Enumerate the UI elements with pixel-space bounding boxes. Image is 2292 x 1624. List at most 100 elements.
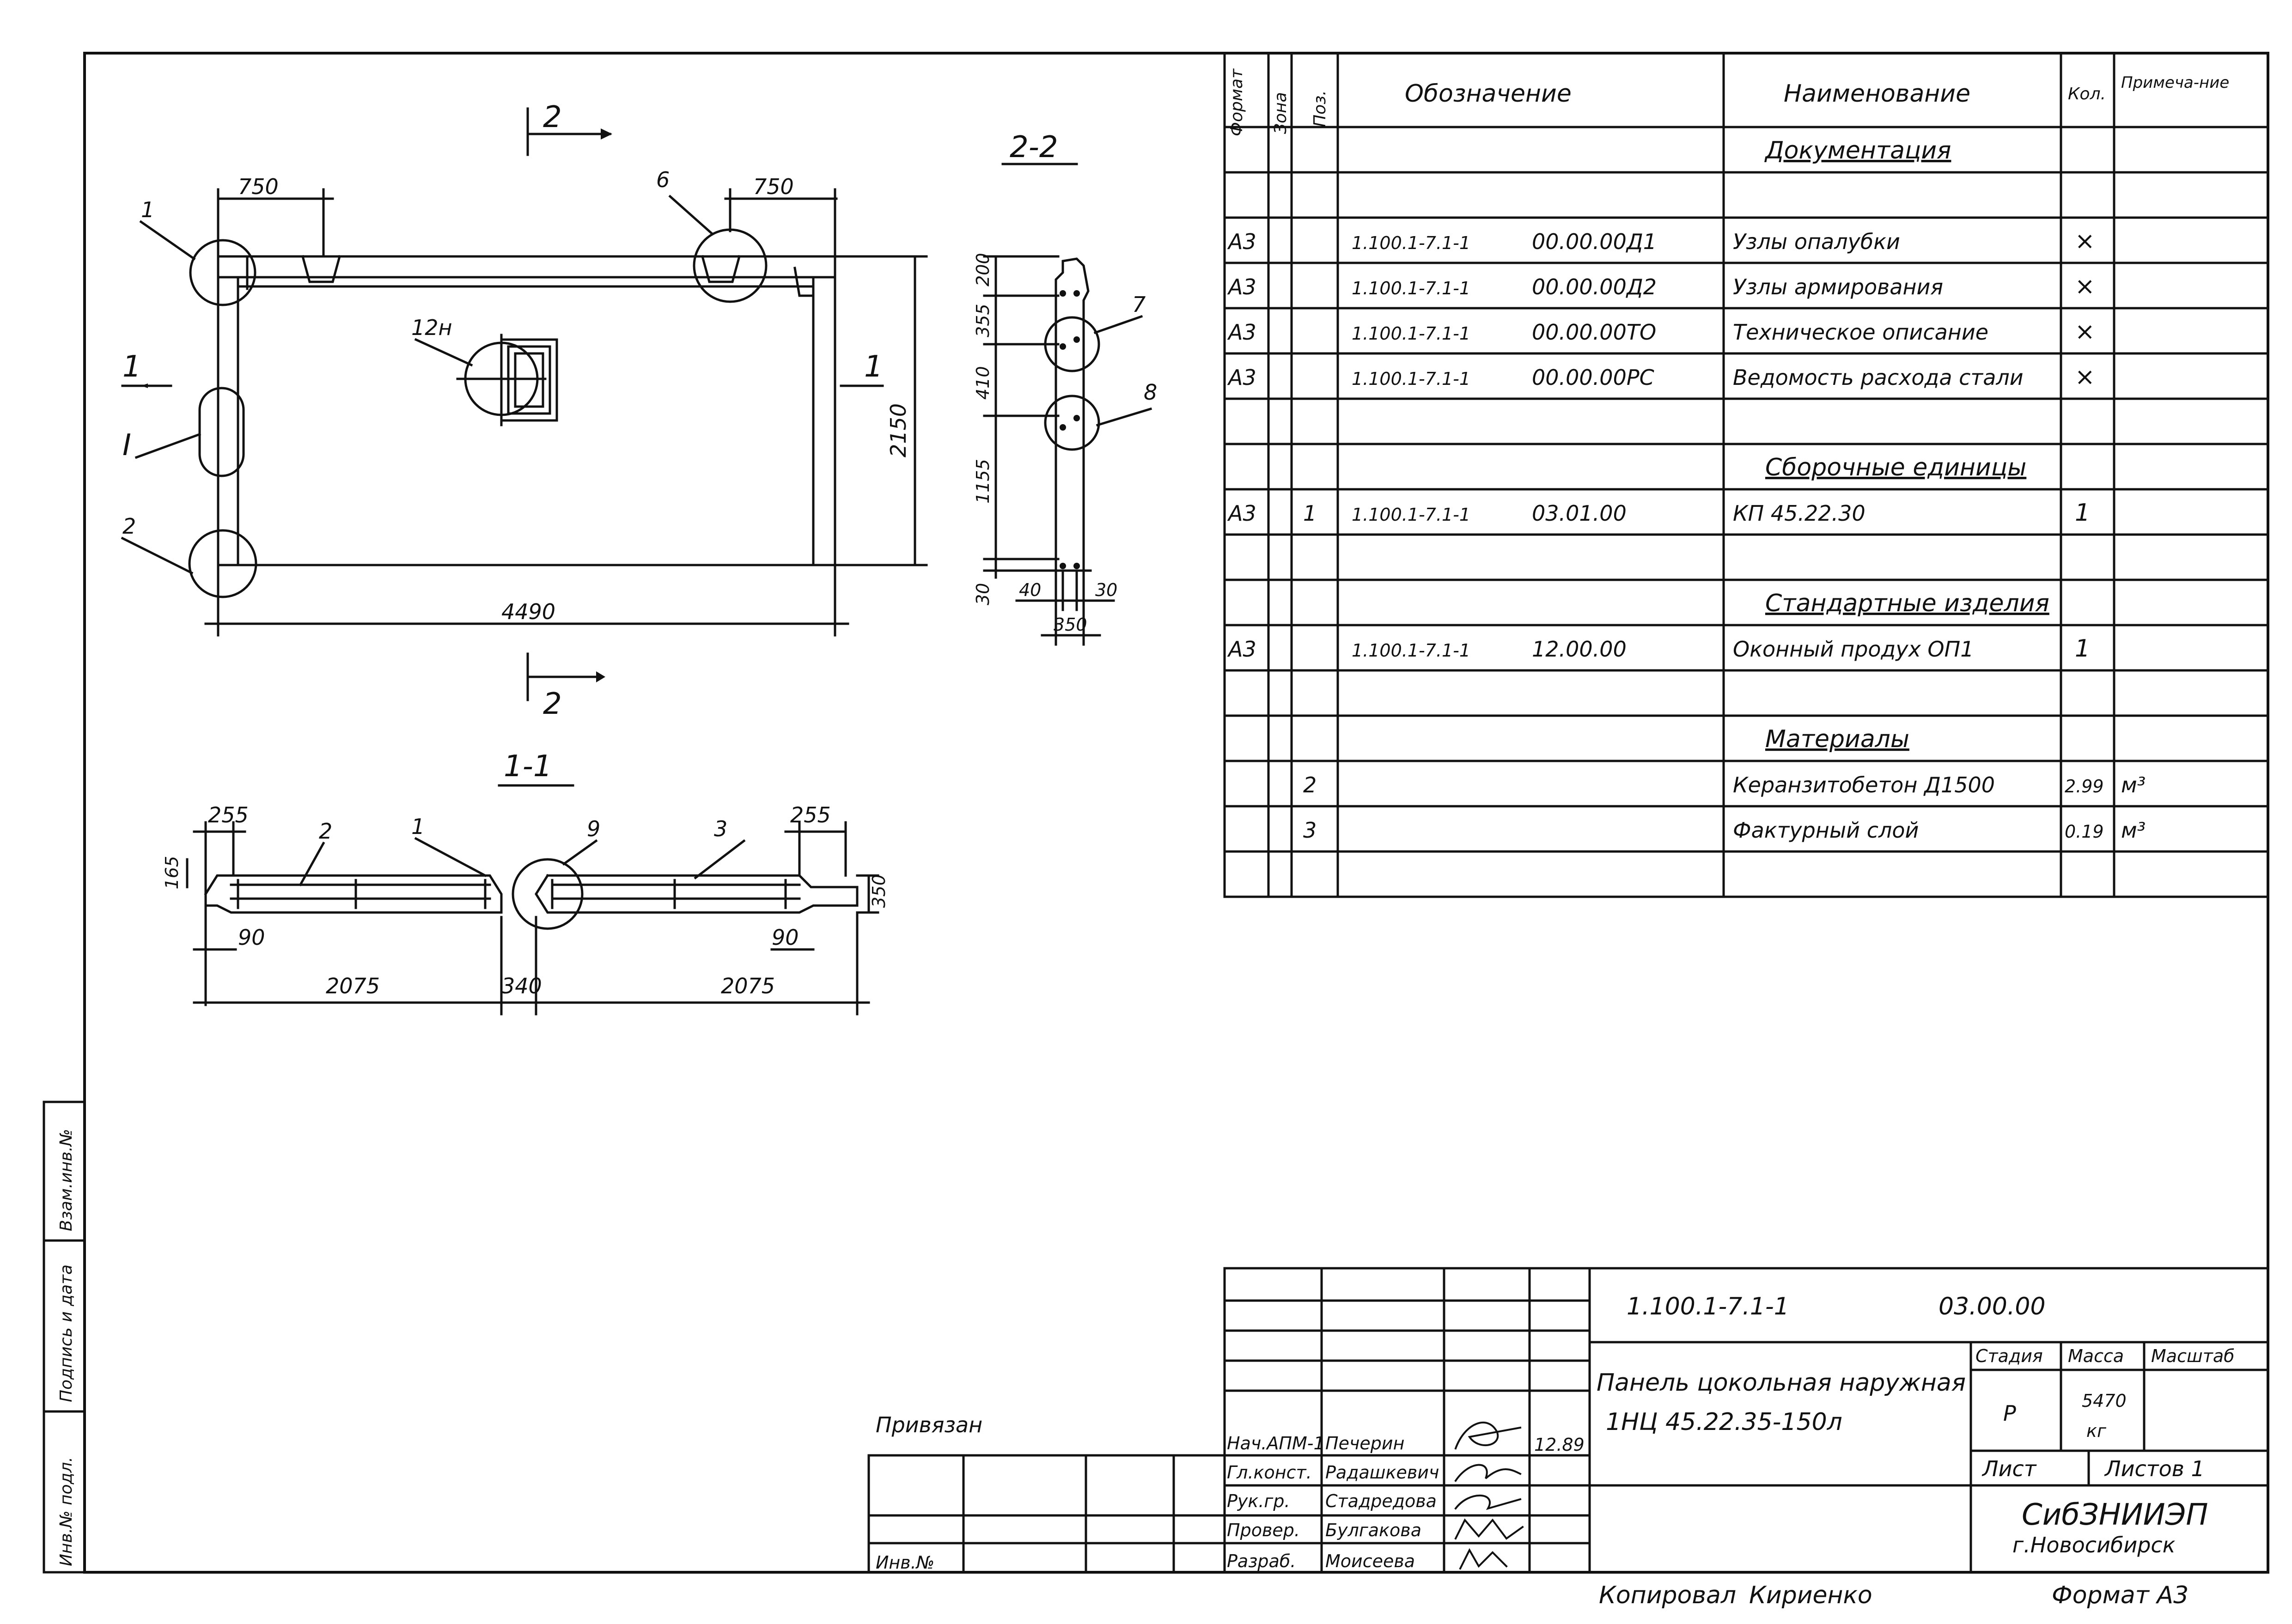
title-block-doc-suffix: 03.00.00 <box>1938 1293 2046 1320</box>
spec-row-qty: 2.99 <box>2065 776 2104 797</box>
section-1-1-callout-9: 9 <box>587 816 600 841</box>
section-1-1-callout-2: 2 <box>319 819 332 844</box>
spec-row-name: Узлы армирования <box>1733 274 1943 299</box>
side-stamp-swap-inv: Взам.инв.№ <box>57 1129 76 1231</box>
title-block-person-role: Гл.конст. <box>1227 1462 1312 1483</box>
spec-row-name: Техническое описание <box>1733 320 1988 345</box>
spec-header-qty: Кол. <box>2068 85 2106 103</box>
side-stamp <box>43 1101 86 1574</box>
section-1-1-dim-2075-right: 2075 <box>721 973 775 998</box>
section-1-1-callout-3: 3 <box>714 816 727 841</box>
section-2-2-dots <box>1060 290 1080 569</box>
spec-row-suffix: 00.00.00РС <box>1532 365 1654 390</box>
plan-callout-1: 1 <box>141 197 154 222</box>
spec-row-format: А3 <box>1227 501 1256 526</box>
title-block-org-line1: СибЗНИИЭП <box>2022 1498 2208 1532</box>
spec-row-format: А3 <box>1227 274 1256 299</box>
spec-row-note: м³ <box>2121 772 2146 797</box>
spec-row-format: А3 <box>1227 320 1256 345</box>
spec-row-qty: 0.19 <box>2065 821 2104 842</box>
title-block-stage-label: Стадия <box>1975 1346 2043 1366</box>
spec-row-section-title: Сборочные единицы <box>1765 454 2026 481</box>
section-2-2-dim-355: 355 <box>973 304 993 337</box>
footer-copied-name: Кириенко <box>1749 1581 1872 1609</box>
spec-header-zone: Зона <box>1271 92 1290 134</box>
section-1-1-dim-90-right: 90 <box>772 925 799 950</box>
spec-row-name: Фактурный слой <box>1733 818 1919 843</box>
plan-section-mark-bottom: 2 <box>543 687 562 721</box>
section-2-2-dim-1155: 1155 <box>973 459 993 504</box>
section-2-2-dim-30: 30 <box>973 583 993 605</box>
section-2-2-dim-200: 200 <box>973 253 993 286</box>
section-1-1-dim-2075-left: 2075 <box>326 973 380 998</box>
title-block-mass-unit: кг <box>2086 1421 2107 1441</box>
spec-table-grid <box>1223 52 2269 898</box>
plan-section-mark-top: 2 <box>543 100 562 134</box>
side-stamp-inv-orig: Инв.№ подл. <box>57 1457 76 1566</box>
plan-view <box>121 107 928 701</box>
section-1-1-dim-90-left: 90 <box>238 925 265 950</box>
title-block-grid <box>867 1267 2269 1574</box>
spec-row-pos: 1 <box>1303 501 1317 526</box>
spec-row-qty: × <box>2075 227 2095 255</box>
plan-dim-top-left: 750 <box>238 174 279 199</box>
title-block-person-name: Печерин <box>1325 1433 1404 1454</box>
footer-copied-label: Копировал <box>1599 1581 1736 1609</box>
plan-section-mark-left: 1 <box>122 350 141 384</box>
spec-row-note: м³ <box>2121 818 2146 843</box>
section-2-2-title: 2-2 <box>1010 130 1058 164</box>
spec-row-name: Ведомость расхода стали <box>1733 365 2024 390</box>
title-block-sheets-label: Листов 1 <box>2104 1456 2205 1481</box>
section-2-2-dim-410: 410 <box>973 366 993 400</box>
spec-row-format: А3 <box>1227 365 1256 390</box>
title-block-person-name: Стадредова <box>1325 1491 1437 1511</box>
spec-header-name: Наименование <box>1784 80 1970 108</box>
side-stamp-sign-date: Подпись и дата <box>57 1265 76 1402</box>
spec-row-pos: 2 <box>1303 772 1317 797</box>
spec-row-code: 1.100.1-7.1-1 <box>1352 505 1470 525</box>
plan-dim-length: 4490 <box>501 599 555 624</box>
spec-row-qty: × <box>2075 318 2095 346</box>
plan-dim-top-right: 750 <box>753 174 794 199</box>
title-block-person-name: Булгакова <box>1325 1520 1421 1540</box>
spec-row-code: 1.100.1-7.1-1 <box>1352 233 1470 253</box>
title-block-person-role: Нач.АПМ-1 <box>1227 1433 1325 1454</box>
spec-header-format: Формат <box>1227 68 1246 136</box>
spec-header-pos: Поз. <box>1311 90 1329 127</box>
spec-row-format: А3 <box>1227 637 1256 662</box>
plan-section-mark-right: 1 <box>864 350 883 384</box>
title-block-title-line1: Панель цокольная наружная <box>1597 1369 1966 1397</box>
section-1-1-dim-350: 350 <box>869 874 889 908</box>
section-1-1-dim-255-right: 255 <box>790 803 831 827</box>
spec-row-suffix: 00.00.00ТО <box>1532 320 1656 345</box>
title-block-person-name: Радашкевич <box>1325 1462 1439 1483</box>
title-block-person-role: Провер. <box>1227 1520 1300 1540</box>
title-block-scale-label: Масштаб <box>2151 1346 2235 1366</box>
spec-row-suffix: 00.00.00Д2 <box>1532 274 1657 299</box>
spec-row-qty: 1 <box>2075 635 2090 663</box>
title-block-person-role: Разраб. <box>1227 1551 1296 1571</box>
spec-row-code: 1.100.1-7.1-1 <box>1352 369 1470 389</box>
title-block-doc-code: 1.100.1-7.1-1 <box>1627 1293 1789 1320</box>
spec-header-note: Примеча-ние <box>2121 73 2229 92</box>
spec-row-qty: × <box>2075 363 2095 391</box>
spec-row-section-title: Документация <box>1764 137 1951 164</box>
section-2-2-callout-8: 8 <box>1144 380 1157 405</box>
title-block-title-line2: 1НЦ 45.22.35-150л <box>1606 1408 1842 1436</box>
section-1-1-title: 1-1 <box>504 749 552 784</box>
spec-row-name: Узлы опалубки <box>1733 229 1900 254</box>
spec-header-designation: Обозначение <box>1405 80 1572 108</box>
plan-callout-12: 12н <box>411 315 452 340</box>
plan-callout-2: 2 <box>122 514 136 539</box>
spec-table-headers: Формат Зона Поз. Обозначение Наименовани… <box>1227 68 2229 136</box>
section-2-2-dim-40: 40 <box>1019 580 1041 600</box>
section-2-2-view <box>983 163 1152 646</box>
section-2-2-callout-7: 7 <box>1132 292 1146 317</box>
spec-row-suffix: 00.00.00Д1 <box>1532 229 1657 254</box>
plan-view-fills <box>141 128 612 682</box>
spec-row-suffix: 12.00.00 <box>1532 637 1627 662</box>
spec-row-suffix: 03.01.00 <box>1532 501 1627 526</box>
title-block-bound-label: Привязан <box>876 1412 982 1437</box>
